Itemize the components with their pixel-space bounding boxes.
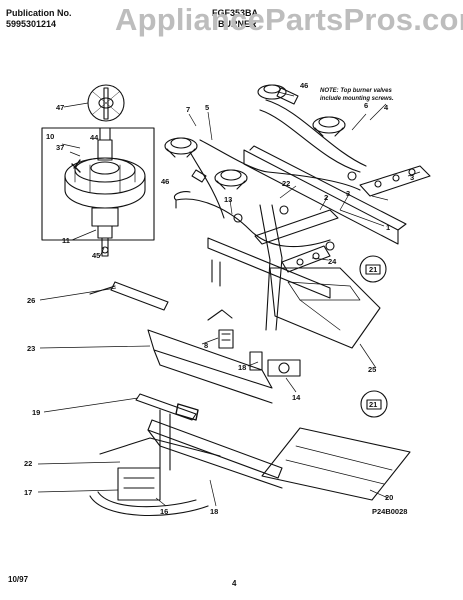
- gas-tube-a: [259, 109, 361, 173]
- nut-lower: [360, 390, 388, 418]
- callout-37: 37: [56, 143, 64, 152]
- note-line-1: NOTE: Top burner valves: [320, 88, 392, 94]
- gas-line-lower: [89, 495, 209, 517]
- publication-label: Publication No.: [6, 8, 72, 18]
- callout-7: 7: [186, 105, 190, 114]
- footer-page: 4: [232, 579, 237, 588]
- pilot-bracket: [207, 309, 233, 321]
- callout-22: 22: [282, 179, 290, 188]
- publication-number: 5995301214: [6, 19, 57, 29]
- oven-burner-tube: [147, 329, 273, 389]
- footer-date: 10/97: [8, 575, 29, 584]
- callout-45: 45: [92, 251, 100, 260]
- callout-13: 13: [224, 195, 232, 204]
- callout-3: 3: [346, 189, 350, 198]
- note-line-2: include mounting screws.: [320, 96, 394, 102]
- igniter-26: [110, 281, 169, 311]
- manifold-rail: [243, 149, 399, 245]
- front-valve-block: [359, 165, 431, 197]
- callout-25: 25: [368, 365, 376, 374]
- callout-18-mid: 18: [238, 363, 246, 372]
- pilot-valve: [218, 329, 234, 349]
- callout-10: 10: [46, 132, 54, 141]
- callout-6: 6: [364, 101, 368, 110]
- top-burner-rear-right: [257, 84, 287, 100]
- callout-18-lower: 18: [210, 507, 218, 516]
- inset-detail-box: [41, 127, 155, 241]
- thermostat-14: [267, 359, 301, 377]
- figure-code: P24B0028: [372, 507, 407, 516]
- callout-20: 20: [385, 493, 393, 502]
- callout-1: 1: [386, 223, 390, 232]
- nut-upper: [359, 255, 387, 283]
- broil-baffle: [261, 427, 411, 501]
- broil-burner-tube: [147, 419, 283, 479]
- bracket-46: [276, 87, 299, 105]
- callout-26: 26: [27, 296, 35, 305]
- model-number: FGF353BA: [212, 8, 259, 18]
- callout-5: 5: [205, 103, 209, 112]
- callout-46: 46: [300, 81, 308, 90]
- callout-24: 24: [328, 257, 337, 266]
- callout-21-upper: 21: [369, 265, 377, 274]
- callout-11: 11: [62, 236, 70, 245]
- callout-23: 23: [27, 344, 35, 353]
- callout-14: 14: [292, 393, 301, 402]
- callout-22-lower: 22: [24, 459, 32, 468]
- section-title: BURNER: [218, 19, 257, 29]
- callout-4: 4: [384, 103, 389, 112]
- valve-plate: [281, 245, 331, 273]
- oven-burner-baffle: [269, 267, 381, 349]
- top-burner-front-right: [312, 116, 346, 137]
- top-burner-center: [214, 169, 248, 190]
- top-burner-left: [164, 137, 198, 158]
- safety-valve: [117, 467, 161, 501]
- callout-46-left: 46: [161, 177, 169, 186]
- callout-2: 2: [324, 193, 328, 202]
- callout-21-lower: 21: [369, 400, 377, 409]
- callout-44: 44: [90, 133, 99, 142]
- callout-8: 8: [204, 341, 208, 350]
- callout-3-right: 3: [410, 173, 414, 182]
- watermark: AppliancePartsPros.com: [115, 2, 463, 37]
- bracket-46-left: [191, 169, 207, 183]
- callout-47: 47: [56, 103, 64, 112]
- callout-16: 16: [160, 507, 168, 516]
- callout-17: 17: [24, 488, 32, 497]
- callout-19: 19: [32, 408, 40, 417]
